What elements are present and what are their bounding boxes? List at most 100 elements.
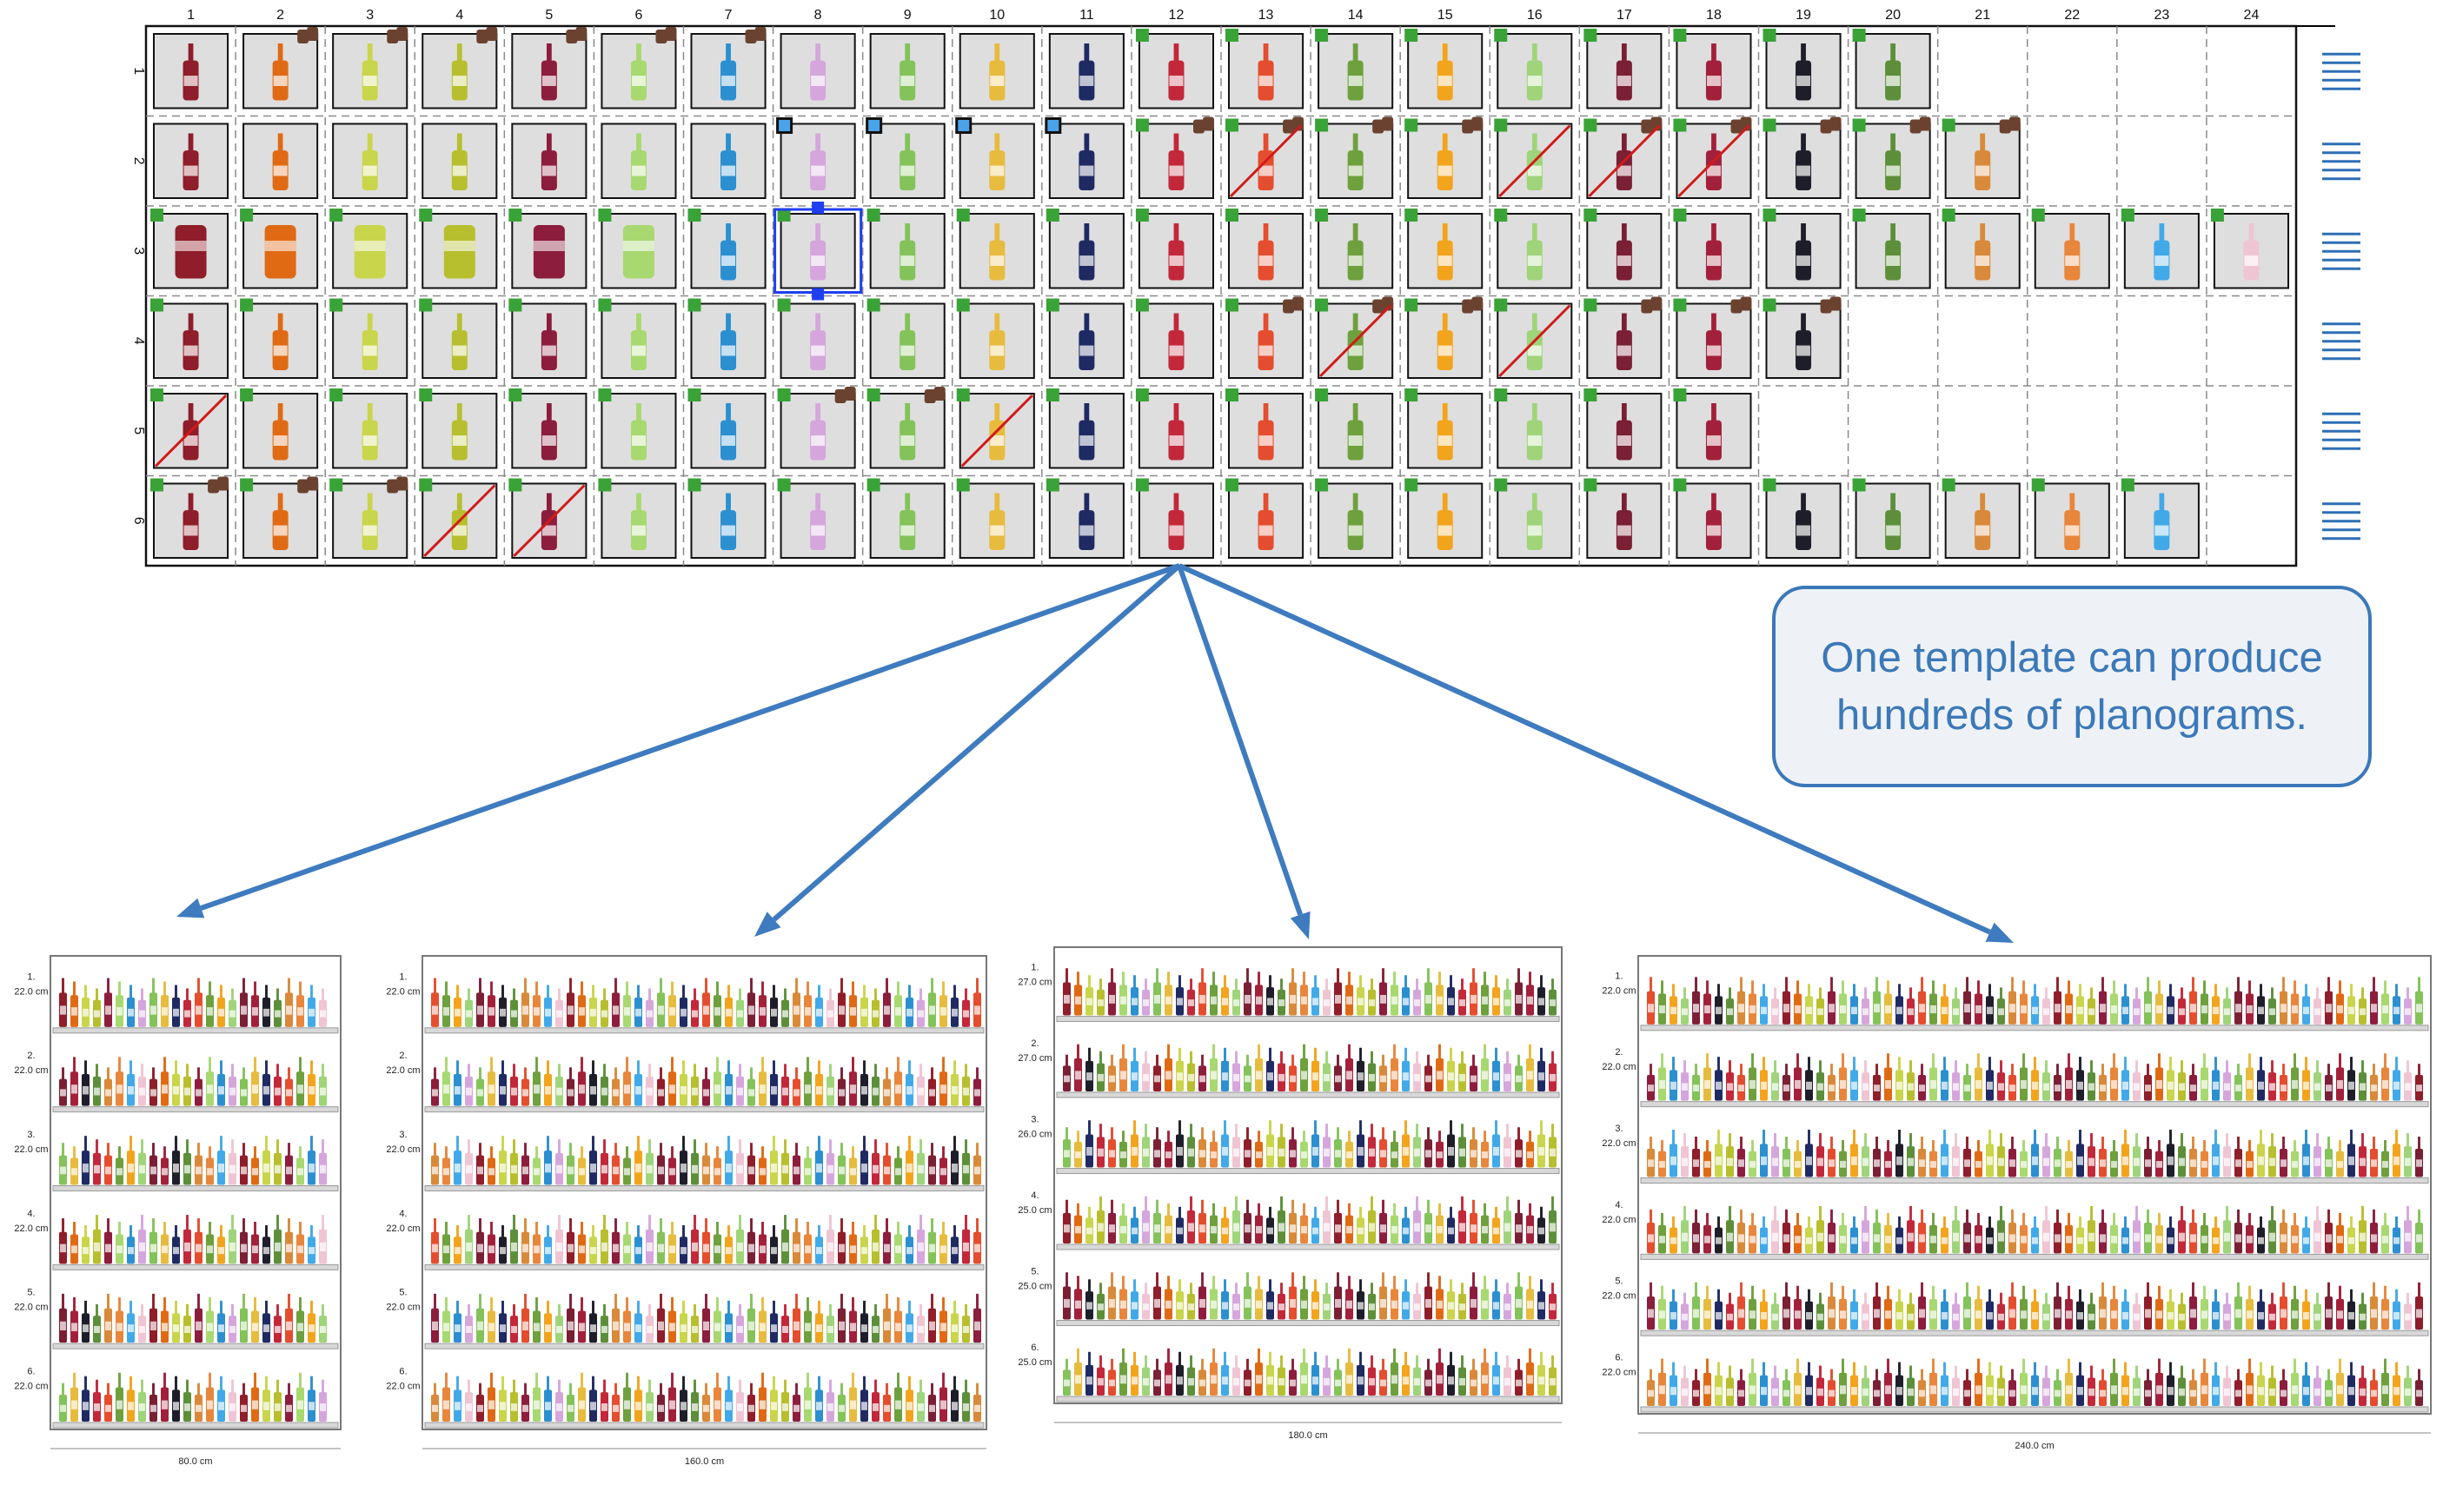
selected-cell-outline[interactable] xyxy=(773,202,863,301)
template-cell[interactable] xyxy=(1673,209,1752,289)
template-cell[interactable] xyxy=(1315,296,1394,379)
template-cell[interactable] xyxy=(1852,29,1931,109)
template-cell[interactable] xyxy=(1225,296,1304,379)
template-cell[interactable] xyxy=(153,33,229,109)
template-cell[interactable] xyxy=(1763,209,1842,289)
template-cell[interactable] xyxy=(777,387,856,469)
template-cell[interactable] xyxy=(1225,116,1304,199)
template-cell[interactable] xyxy=(2121,209,2200,289)
template-cell[interactable] xyxy=(690,123,767,199)
shelf[interactable] xyxy=(1640,1053,2429,1108)
template-cell[interactable] xyxy=(1763,116,1842,199)
shelf[interactable] xyxy=(424,978,985,1034)
shelf[interactable] xyxy=(1056,1272,1560,1326)
template-cell[interactable] xyxy=(866,117,946,199)
template-cell[interactable] xyxy=(508,298,588,379)
template-cell[interactable] xyxy=(150,298,229,379)
shelf[interactable] xyxy=(1640,1130,2429,1184)
template-cell[interactable] xyxy=(1763,296,1842,379)
template-cell[interactable] xyxy=(240,388,319,469)
template-cell[interactable] xyxy=(1494,478,1573,559)
template-cell[interactable] xyxy=(329,209,408,289)
shelf[interactable] xyxy=(52,1215,339,1270)
template-cell[interactable] xyxy=(1135,116,1214,199)
template-cell[interactable] xyxy=(687,478,767,559)
template-cell[interactable] xyxy=(1942,116,2021,199)
template-cell[interactable] xyxy=(1046,209,1125,289)
template-cell[interactable] xyxy=(1225,29,1304,109)
shelf[interactable] xyxy=(52,1057,339,1113)
template-cell[interactable] xyxy=(329,298,408,379)
template-cell[interactable] xyxy=(1583,388,1663,469)
template-cell[interactable] xyxy=(866,387,946,469)
template-cell[interactable] xyxy=(332,27,408,109)
template-cell[interactable] xyxy=(1583,116,1663,199)
template-cell[interactable] xyxy=(1852,209,1931,289)
drag-handle-icon[interactable] xyxy=(2322,322,2360,361)
shelf[interactable] xyxy=(1056,1196,1560,1250)
template-cell[interactable] xyxy=(1404,296,1484,379)
template-cell[interactable] xyxy=(869,33,946,109)
template-cell[interactable] xyxy=(508,209,588,289)
template-cell[interactable] xyxy=(419,478,498,559)
template-cell[interactable] xyxy=(1315,478,1394,559)
template-cell[interactable] xyxy=(1045,117,1125,199)
template-cell[interactable] xyxy=(329,388,408,469)
template-cell[interactable] xyxy=(240,298,319,379)
template-cell[interactable] xyxy=(240,476,319,559)
shelf[interactable] xyxy=(1056,1044,1560,1098)
shelf[interactable] xyxy=(424,1293,985,1350)
template-cell[interactable] xyxy=(1225,388,1304,469)
drag-handle-icon[interactable] xyxy=(2322,502,2360,540)
template-cell[interactable] xyxy=(776,117,856,199)
shelf[interactable] xyxy=(424,1136,985,1191)
template-cell[interactable] xyxy=(422,27,498,109)
template-cell[interactable] xyxy=(1673,296,1752,379)
shelf[interactable] xyxy=(1056,1348,1560,1403)
template-cell[interactable] xyxy=(1225,478,1304,559)
template-cell[interactable] xyxy=(1135,388,1214,469)
template-cell[interactable] xyxy=(598,298,677,379)
template-cell[interactable] xyxy=(1673,478,1752,559)
template-cell[interactable] xyxy=(598,478,677,559)
template-cell[interactable] xyxy=(601,27,677,109)
template-cell[interactable] xyxy=(687,388,767,469)
template-cell[interactable] xyxy=(1315,29,1394,109)
template-cell[interactable] xyxy=(1763,29,1842,109)
template-cell[interactable] xyxy=(1225,209,1304,289)
template-cell[interactable] xyxy=(1404,478,1484,559)
drag-handle-icon[interactable] xyxy=(2322,52,2360,90)
template-cell[interactable] xyxy=(1494,209,1573,289)
template-cell[interactable] xyxy=(1315,388,1394,469)
lock-marker[interactable] xyxy=(1045,117,1062,134)
template-cell[interactable] xyxy=(1135,298,1214,379)
shelf[interactable] xyxy=(1640,1205,2429,1260)
shelf[interactable] xyxy=(1640,1358,2429,1413)
template-cell[interactable] xyxy=(1404,388,1484,469)
template-cell[interactable] xyxy=(2031,209,2110,289)
template-cell[interactable] xyxy=(419,298,498,379)
shelf[interactable] xyxy=(424,1372,985,1429)
template-cell[interactable] xyxy=(956,209,1035,289)
template-cell[interactable] xyxy=(690,27,767,109)
template-cell[interactable] xyxy=(1404,116,1484,199)
template-cell[interactable] xyxy=(1315,116,1394,199)
template-cell[interactable] xyxy=(240,209,319,289)
template-cell[interactable] xyxy=(419,388,498,469)
template-cell[interactable] xyxy=(419,209,498,289)
template-cell[interactable] xyxy=(422,123,498,199)
template-cell[interactable] xyxy=(1852,116,1931,199)
template-cell[interactable] xyxy=(773,202,863,301)
template-cell[interactable] xyxy=(1583,296,1663,379)
lock-marker[interactable] xyxy=(955,117,973,134)
template-cell[interactable] xyxy=(153,123,229,199)
template-cell[interactable] xyxy=(1404,29,1484,109)
drag-handle-icon[interactable] xyxy=(2322,143,2360,181)
template-cell[interactable] xyxy=(777,298,856,379)
template-cell[interactable] xyxy=(1135,209,1214,289)
template-cell[interactable] xyxy=(2031,478,2110,559)
shelf[interactable] xyxy=(1640,1282,2429,1336)
lock-marker[interactable] xyxy=(776,117,793,134)
